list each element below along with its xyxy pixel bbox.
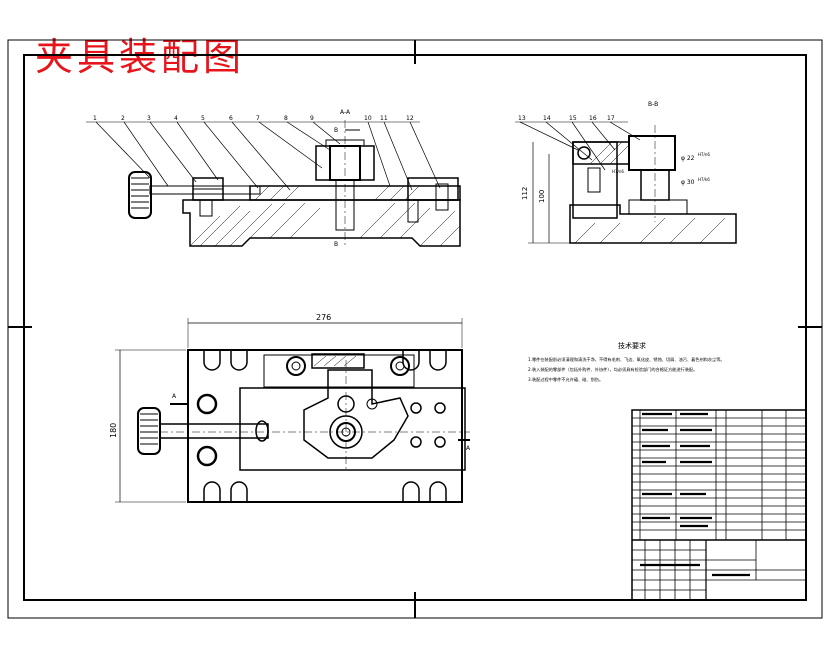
svg-text:H7/k6: H7/k6 — [698, 177, 710, 182]
front-section-view — [86, 120, 461, 248]
svg-text:100: 100 — [538, 190, 546, 203]
front-view-labels: 1 2 3 4 5 6 7 8 9 10 11 12 A-A B B — [93, 109, 414, 248]
svg-text:14: 14 — [543, 115, 551, 122]
svg-text:10: 10 — [364, 115, 372, 122]
tech-requirements: 技术要求 1.零件在装配前必须清理和清洗干净，不得有毛刺、飞边、氧化皮、锈蚀、切… — [528, 341, 725, 383]
drawing-title: 夹具装配图 — [35, 35, 246, 79]
svg-text:11: 11 — [380, 115, 388, 122]
svg-text:8: 8 — [284, 115, 288, 122]
parts-list-table — [631, 409, 807, 601]
svg-text:4: 4 — [174, 115, 178, 122]
svg-text:5: 5 — [201, 115, 205, 122]
side-section-view — [515, 121, 737, 244]
parts-list-marks — [640, 412, 750, 577]
svg-text:A-A: A-A — [340, 109, 351, 116]
svg-text:技术要求: 技术要求 — [618, 341, 646, 350]
svg-text:A: A — [466, 445, 471, 452]
svg-text:A: A — [172, 393, 177, 400]
svg-text:2.装入装配的零部件（包括外购件、外协件），均必须具有检验部: 2.装入装配的零部件（包括外购件、外协件），均必须具有检验部门的合格证方能进行装… — [528, 366, 697, 373]
centering-marks — [8, 40, 822, 618]
side-view-labels: B-B 13 14 15 16 17 112 100 φ 22 φ 30 H7/… — [518, 101, 710, 203]
svg-text:3.装配过程中零件不允许磕、碰、划伤。: 3.装配过程中零件不允许磕、碰、划伤。 — [528, 376, 603, 383]
svg-text:15: 15 — [569, 115, 577, 122]
svg-text:1.零件在装配前必须清理和清洗干净，不得有毛刺、飞边、氧化皮: 1.零件在装配前必须清理和清洗干净，不得有毛刺、飞边、氧化皮、锈蚀、切屑、油污、… — [528, 356, 725, 363]
svg-text:B: B — [334, 127, 338, 134]
svg-text:φ 30: φ 30 — [681, 179, 695, 186]
svg-text:9: 9 — [310, 115, 314, 122]
svg-text:7: 7 — [256, 115, 260, 122]
plan-view-labels: 276 180 A A — [109, 313, 471, 452]
svg-text:12: 12 — [406, 115, 414, 122]
svg-text:13: 13 — [518, 115, 526, 122]
svg-text:3: 3 — [147, 115, 151, 122]
svg-text:1: 1 — [93, 115, 97, 122]
outer-frame — [7, 39, 823, 619]
svg-text:H7/n6: H7/n6 — [612, 169, 624, 174]
svg-text:6: 6 — [229, 115, 233, 122]
svg-text:φ 22: φ 22 — [681, 155, 695, 162]
svg-text:B-B: B-B — [648, 101, 658, 108]
svg-text:2: 2 — [121, 115, 125, 122]
svg-text:B: B — [334, 241, 338, 248]
svg-text:16: 16 — [589, 115, 597, 122]
svg-text:180: 180 — [109, 423, 118, 438]
svg-text:H7/n6: H7/n6 — [698, 152, 710, 157]
plan-view — [115, 318, 470, 503]
svg-text:17: 17 — [607, 115, 615, 122]
svg-text:276: 276 — [316, 313, 331, 322]
svg-text:112: 112 — [521, 187, 529, 200]
